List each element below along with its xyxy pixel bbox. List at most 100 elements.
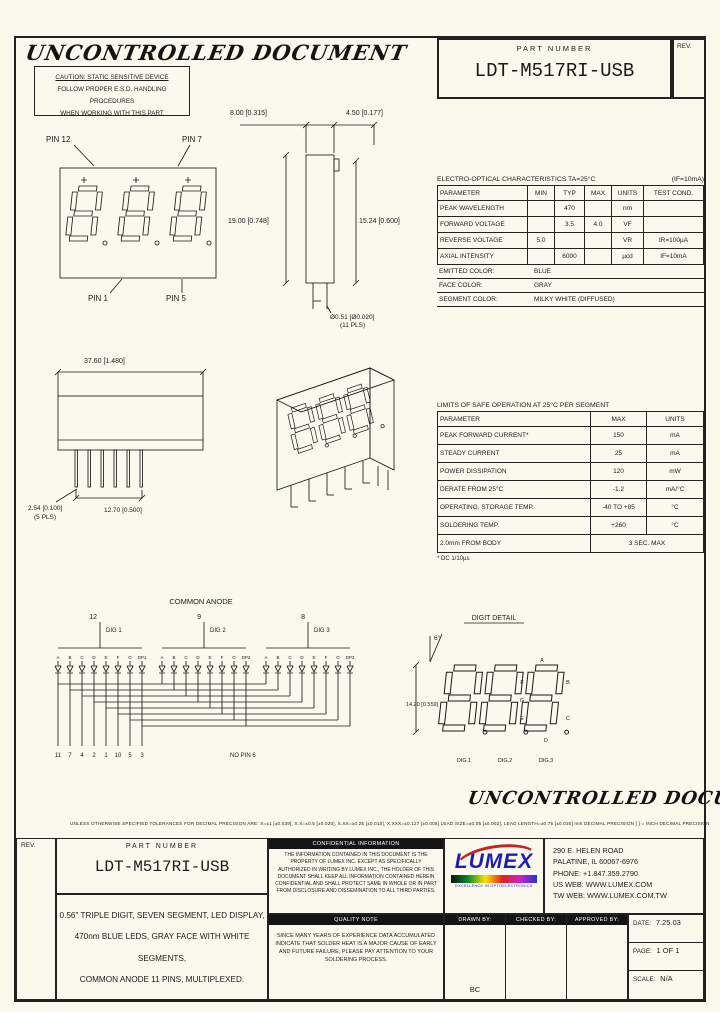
scale-label: SCALE: [633,976,656,983]
part-number-box-top: PART NUMBER LDT-M517RI-USB [437,38,672,99]
table-row: DERATE FROM 25°C -1.2 mA/°C [437,480,704,499]
segment-color-label: SEGMENT COLOR: [439,296,498,303]
seg-f-label: F [520,680,524,686]
dim-pitch-qty: (5 PLS) [34,514,56,521]
table-row: PEAK WAVELENGTH 470 nm [437,200,704,217]
part-number-value: LDT-M517RI-USB [474,60,635,82]
limits-table-title: LIMITS OF SAFE OPERATION AT 25°C PER SEG… [437,402,704,409]
seg-label: C [80,655,84,660]
schematic-title: COMMON ANODE [169,597,232,606]
eo-cell: IF=10mA [643,248,704,265]
limits-cell: 2.0mm FROM BODY [437,534,591,553]
limits-col-units: UNITS [646,411,704,427]
emitted-color-label: EMITTED COLOR: [439,268,495,275]
caution-box: CAUTION: STATIC SENSITIVE DEVICE FOLLOW … [34,66,190,117]
confidential-text: THE INFORMATION CONTAINED IN THIS DOCUME… [275,852,437,895]
face-color-value: GRAY [534,282,552,289]
part-number-label: PART NUMBER [516,44,593,53]
caution-line2: FOLLOW PROPER E.S.D. HANDLING PROCEDURES [57,85,167,105]
digit-label-2: DIG 2 [210,628,226,634]
seg-label: DP3 [346,655,355,660]
limits-cell: mA [646,426,704,445]
part-number-label-bottom: PART NUMBER [125,843,199,850]
cathode-pin: 2 [92,753,96,759]
rev-label-bottom: REV. [21,842,36,849]
address-line: TW WEB: WWW.LUMEX.COM.TW [553,891,667,901]
emitted-color-value: BLUE [534,268,551,275]
logo-rainbow-bar-icon [451,875,537,883]
seg-a-label: A [540,658,544,664]
seg-label: G [128,655,132,660]
cathode-pin: 4 [80,753,84,759]
rev-box-top: REV. [672,38,706,99]
quality-note-title: QUALITY NOTE [269,915,443,925]
dim-length: 37.60 [1.480] [84,358,125,365]
seg-g-label: G [520,698,524,704]
seg-label: A [56,655,59,660]
seg-label: G [336,655,340,660]
digit-detail-drawing: DIGIT DETAIL 6° 14.20 [0.559] A F B G E … [406,615,570,764]
side-body-outline [305,154,335,284]
eo-cell: VR [611,232,644,249]
seg-label: E [208,655,211,660]
limits-cell: mW [646,462,704,481]
eo-col-min: MIN [527,185,555,201]
seg-label: A [264,655,267,660]
limits-cell: 25 [590,444,647,463]
led-symbols [54,661,354,726]
cathode-pin: 5 [128,753,132,759]
drawn-by-cell: DRAWN BY: BC [445,915,506,999]
dig1-label: DIG.1 [457,758,471,764]
table-row: REVERSE VOLTAGE 5.0 VR IR=100µA [437,232,704,249]
table-row: PEAK FORWARD CURRENT* 150 mA [437,426,704,445]
eo-cell [643,200,704,217]
eo-cell: 3.5 [554,216,585,233]
limits-cell: PEAK FORWARD CURRENT* [437,426,591,445]
eo-condition-text: (IF=10mA) [671,176,704,183]
limits-cell: °C [646,498,704,517]
emitted-color-row: EMITTED COLOR: BLUE [437,265,704,279]
table-row: FORWARD VOLTAGE 3.5 4.0 VF [437,216,704,233]
table-row: OPERATING, STORAGE TEMP. -40 TO +85 °C [437,498,704,517]
no-pin-6-note: NO PIN 6 [230,753,256,759]
logo-tagline: EXCELLENCE IN OPTOELECTRONICS [455,884,533,888]
seg-label: B [68,655,71,660]
eo-cell: PEAK WAVELENGTH [437,200,528,217]
description-line: 470nm BLUE LEDS, GRAY FACE WITH WHITE SE… [74,932,250,963]
seg-b-label: B [566,680,570,686]
digit-label-1: DIG 1 [106,628,122,634]
profile-body-outline [57,395,204,451]
seg-label: A [160,655,163,660]
scale-cell: SCALE: N/A [629,971,703,999]
dim-pin-dia: Ø0.51 [Ø0.020] [330,314,375,321]
eo-cell: IR=100µA [643,232,704,249]
lumex-logo-box: LUMEX EXCELLENCE IN OPTOELECTRONICS [444,838,544,914]
description-line: 0.56" TRIPLE DIGIT, SEVEN SEGMENT, LED D… [59,911,265,920]
dim-tab: 4.50 [0.177] [346,110,383,117]
cathode-bus-lines [57,683,350,746]
polarity-plus-marks [81,177,191,183]
limits-title-text: LIMITS OF SAFE OPERATION AT 25°C PER SEG… [437,402,610,409]
eo-cell [554,232,585,249]
dig2-label: DIG.2 [498,758,512,764]
eo-cell [584,200,612,217]
segment-color-row: SEGMENT COLOR: MILKY WHITE (DIFFUSED) [437,293,704,307]
dim-depth: 8.00 [0.315] [230,110,267,117]
description-box: 0.56" TRIPLE DIGIT, SEVEN SEGMENT, LED D… [56,894,268,1000]
seg-e-label: E [520,716,524,722]
seg-label: DP1 [138,655,147,660]
limits-cell: DERATE FROM 25°C [437,480,591,499]
limits-cell: 120 [590,462,647,481]
electro-optical-section: ELECTRO-OPTICAL CHARACTERISTICS TA=25°C … [437,176,704,307]
approved-by-label: APPROVED BY: [567,915,627,925]
seg-label: D [196,655,200,660]
eo-cell: AXIAL INTENSITY [437,248,528,265]
address-box: 290 E. HELEN ROAD PALATINE, IL 60067-697… [544,838,704,914]
drawn-by-value: BC [469,985,481,994]
checked-by-label: CHECKED BY: [506,915,566,925]
cathode-pin: 7 [68,753,72,759]
confidential-title: CONFIDENTIAL INFORMATION [269,839,443,849]
limits-cell: OPERATING, STORAGE TEMP. [437,498,591,517]
seg-c-label: C [566,716,570,722]
